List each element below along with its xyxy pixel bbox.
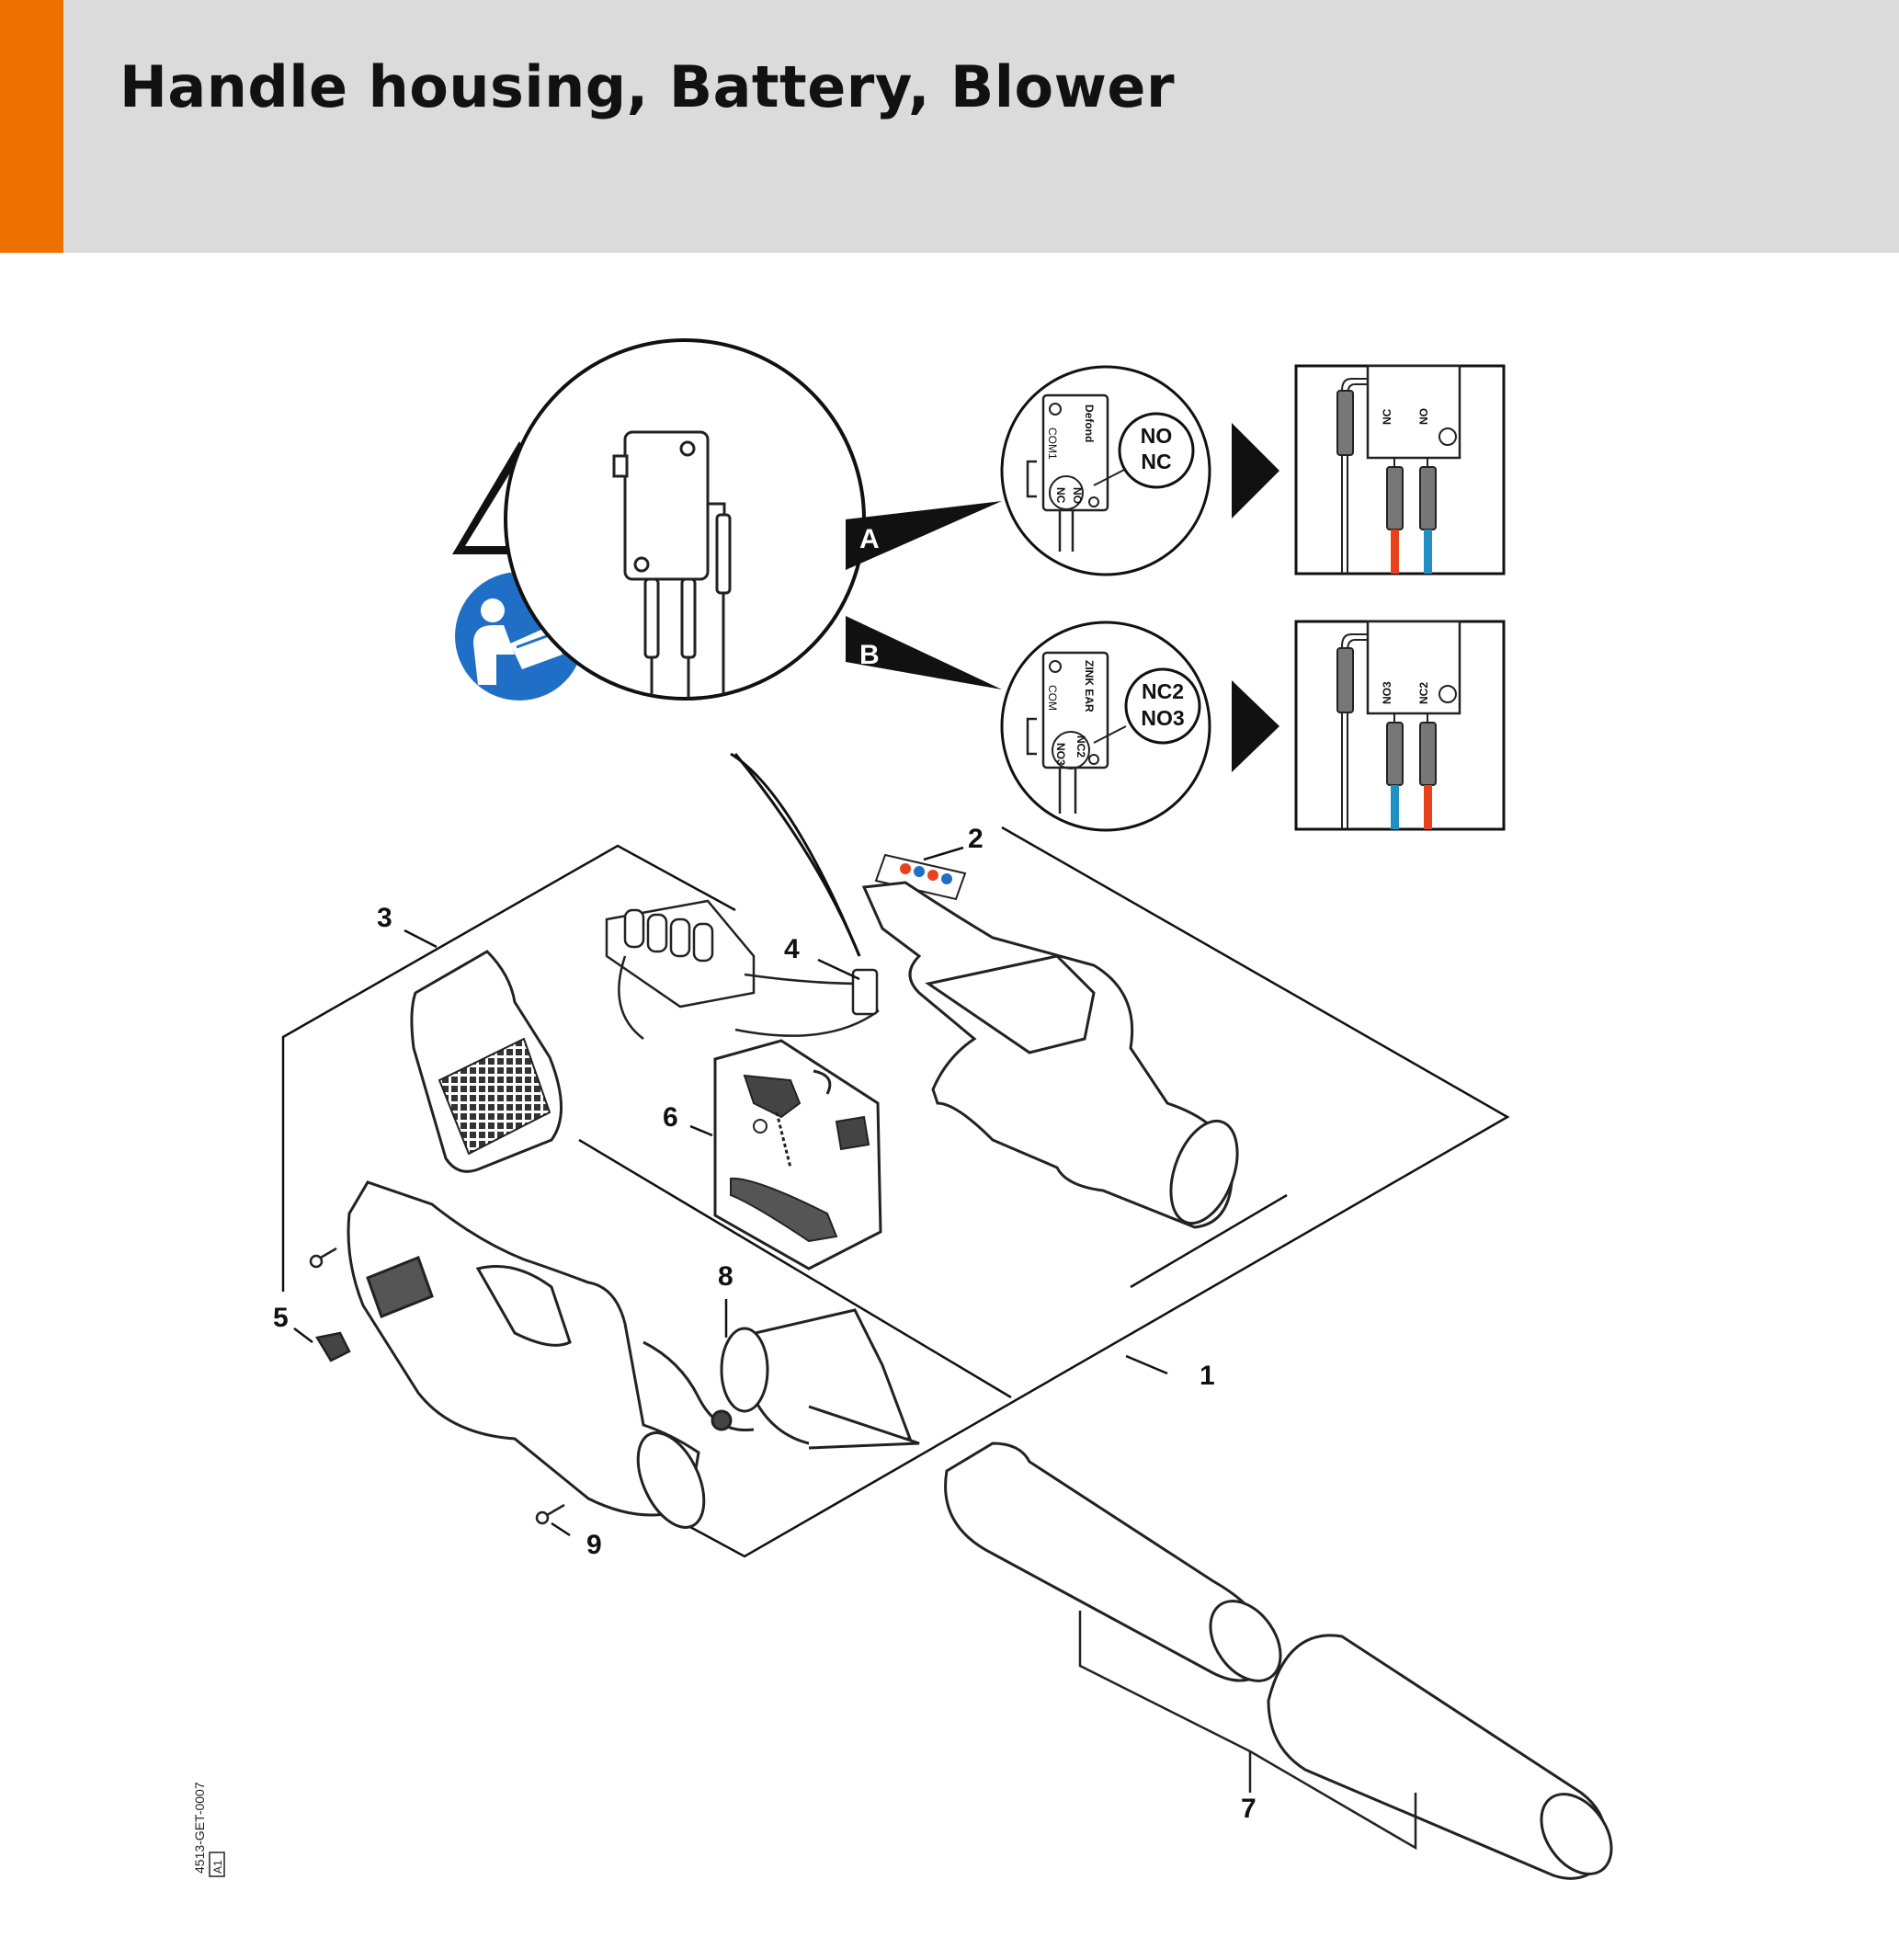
- callout-4: 4: [784, 934, 800, 964]
- callout-leaders: [293, 846, 1168, 1537]
- wire-red: [1391, 530, 1399, 574]
- bubble-b-bottom: NO3: [1141, 706, 1184, 730]
- switch-a-com: COM1: [1046, 427, 1059, 460]
- wire-blue: [1391, 785, 1399, 829]
- drawing-reference: 4513-GET-0007: [192, 1782, 207, 1874]
- variant-b: B ZINK EAR COM NO3 NC2 NC2 NO3: [846, 616, 1279, 832]
- blower-fan-part: [642, 1308, 920, 1450]
- variant-a-label: A: [859, 524, 880, 554]
- callout-8: 8: [718, 1261, 733, 1292]
- wire-red: [1424, 785, 1432, 829]
- callout-1: 1: [1200, 1361, 1215, 1391]
- switch-b-pin-no: NO3: [1054, 743, 1067, 766]
- bubble-b-top: NC2: [1142, 679, 1184, 703]
- label-sticker-part: [874, 853, 967, 901]
- wiring-detail-b: NO3 NC2: [1294, 620, 1506, 831]
- drawing-sub: A1: [211, 1860, 224, 1874]
- switch-b-pin-nc: NC2: [1075, 735, 1087, 758]
- pointer-wedge-b: [846, 616, 1002, 689]
- switch-a-pin-nc: NC: [1054, 487, 1067, 504]
- wire-blue: [1424, 530, 1432, 574]
- pointer-wedge-a: [846, 501, 1002, 570]
- wiring-detail-a: NC NO: [1294, 364, 1506, 575]
- switch-a-pin-no: NO: [1071, 487, 1084, 504]
- switch-b-com: COM: [1046, 685, 1059, 711]
- handle-lower-part: [347, 1180, 706, 1529]
- drawing-sub-box: [209, 1852, 225, 1877]
- callout-3: 3: [377, 903, 392, 933]
- callout-7: 7: [1241, 1794, 1257, 1824]
- callout-6: 6: [663, 1102, 678, 1133]
- bubble-a-bottom: NC: [1141, 450, 1171, 473]
- trigger-kit-part: [713, 1039, 882, 1271]
- wiring-b-right-label: NC2: [1417, 682, 1430, 704]
- screw-part: [309, 1247, 565, 1525]
- switch-b-brand: ZINK EAR: [1083, 660, 1096, 712]
- air-filter-part: [410, 950, 563, 1173]
- wiring-a-right-label: NO: [1417, 408, 1430, 425]
- accent-stripe: [0, 0, 63, 253]
- arrow-right-icon: [1232, 423, 1279, 518]
- variant-a: A Defond COM1 NC NO NO NC: [846, 365, 1279, 576]
- microswitch-zoom-bubble: [504, 338, 866, 957]
- callout-5: 5: [273, 1303, 289, 1333]
- handle-housing-part: [861, 881, 1239, 1229]
- callout-2: 2: [968, 824, 984, 854]
- wiring-a-left-label: NC: [1381, 408, 1393, 425]
- battery-contact-part: [605, 899, 880, 1040]
- bubble-a-top: NO: [1141, 424, 1173, 448]
- blower-tube-part: [944, 1442, 1613, 1880]
- variant-b-label: B: [859, 640, 880, 670]
- header-bar: Handle housing, Battery, Blower: [0, 0, 1899, 253]
- arrow-right-icon: [1232, 680, 1279, 772]
- page-title: Handle housing, Battery, Blower: [119, 53, 1176, 120]
- callout-9: 9: [586, 1530, 602, 1560]
- switch-a-brand: Defond: [1083, 405, 1096, 442]
- wiring-b-left-label: NO3: [1381, 681, 1393, 704]
